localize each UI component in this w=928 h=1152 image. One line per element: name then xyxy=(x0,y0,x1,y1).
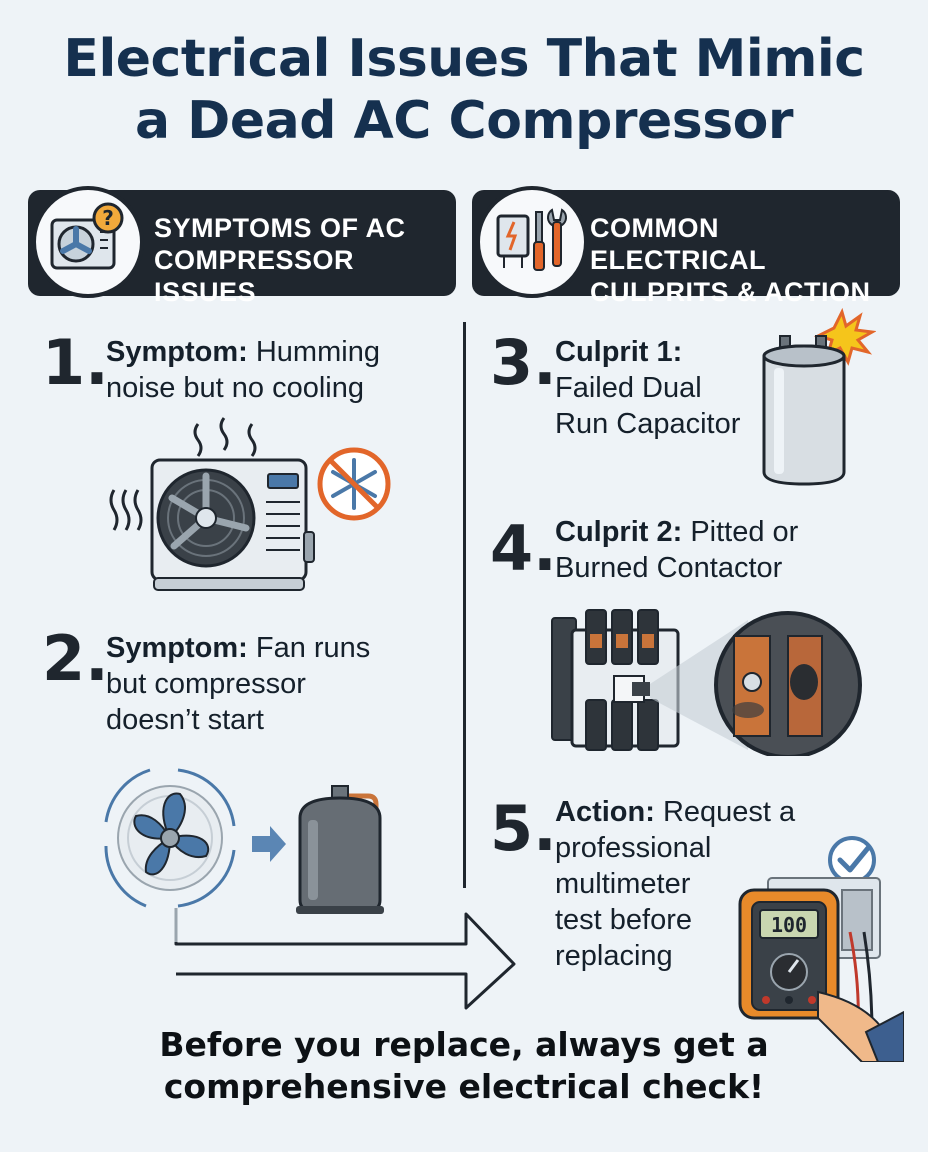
item-5-number: 5. xyxy=(490,792,557,865)
tools-icon xyxy=(496,208,567,271)
page-title: Electrical Issues That Mimic a Dead AC C… xyxy=(0,28,928,152)
svg-text:?: ? xyxy=(102,206,114,230)
ac-unit-question-icon: ? xyxy=(50,202,124,270)
item-2-line-1: Fan runs xyxy=(255,632,371,664)
culprits-banner-line-2: CULPRITS & ACTION xyxy=(590,277,871,307)
item-4-line-2: Burned Contactor xyxy=(555,552,783,584)
culprits-banner-text: COMMON ELECTRICAL CULPRITS & ACTION xyxy=(590,212,900,308)
culprits-banner: COMMON ELECTRICAL CULPRITS & ACTION xyxy=(472,186,900,307)
item-1-line-1: Humming xyxy=(255,336,380,368)
item-2-text: Symptom: Fan runs but compressor doesn’t… xyxy=(106,630,370,738)
symptoms-banner-line-1: SYMPTOMS OF AC xyxy=(154,213,406,243)
item-3-line-3: Run Capacitor xyxy=(555,408,741,440)
item-1-line-2: noise but no cooling xyxy=(106,372,364,404)
item-1-text: Symptom: Humming noise but no cooling xyxy=(106,334,380,406)
check-icon xyxy=(828,836,876,884)
item-4-number: 4. xyxy=(490,512,557,585)
culprits-banner-line-1: COMMON ELECTRICAL xyxy=(590,213,766,275)
multimeter-reading: 100 xyxy=(771,913,807,937)
ac-unit-illustration xyxy=(109,417,391,591)
item-5-line-4: test before xyxy=(555,904,693,936)
footer-line-2: comprehensive electrical check! xyxy=(163,1067,765,1106)
footer-line-1: Before you replace, always get a xyxy=(159,1025,769,1064)
symptoms-banner-line-2: COMPRESSOR ISSUES xyxy=(154,245,355,307)
item-3-lead: Culprit 1: xyxy=(555,336,683,368)
item-2-number: 2. xyxy=(42,622,109,695)
item-5-lead: Action: xyxy=(555,796,655,828)
item-3-text: Culprit 1: Failed Dual Run Capacitor xyxy=(555,334,740,442)
column-divider xyxy=(463,322,466,888)
no-cooling-icon xyxy=(317,447,391,521)
item-5-line-3: multimeter xyxy=(555,868,691,900)
symptoms-banner-icon-circle: ? xyxy=(32,186,144,298)
item-2-line-3: doesn’t start xyxy=(106,704,264,736)
multimeter-illustration: 100 xyxy=(738,836,904,1062)
item-5-line-5: replacing xyxy=(555,940,673,972)
item-4-lead: Culprit 2: xyxy=(555,516,683,548)
item-5-line-1: Request a xyxy=(662,796,796,828)
symptoms-banner: ? SYMPTOMS OF AC COMPRESSOR ISSUES xyxy=(28,186,456,307)
title-line-1: Electrical Issues That Mimic xyxy=(63,29,865,89)
item-3-line-2: Failed Dual xyxy=(555,372,702,404)
item-5-line-2: professional xyxy=(555,832,712,864)
capacitor-illustration xyxy=(762,307,876,486)
arrow-to-action xyxy=(174,908,516,1010)
item-4-line-1: Pitted or xyxy=(690,516,799,548)
symptoms-banner-text: SYMPTOMS OF AC COMPRESSOR ISSUES xyxy=(154,212,456,308)
item-1-number: 1. xyxy=(42,326,109,399)
item-5-text: Action: Request a professional multimete… xyxy=(555,794,795,974)
culprits-banner-icon-circle xyxy=(476,186,588,298)
item-2-lead: Symptom: xyxy=(106,632,248,664)
item-3-number: 3. xyxy=(490,326,557,399)
footer-message: Before you replace, always get a compreh… xyxy=(0,1024,928,1108)
title-line-2: a Dead AC Compressor xyxy=(134,91,794,151)
item-2-line-2: but compressor xyxy=(106,668,306,700)
item-4-text: Culprit 2: Pitted or Burned Contactor xyxy=(555,514,798,586)
contactor-illustration xyxy=(551,609,862,756)
item-1-lead: Symptom: xyxy=(106,336,248,368)
fan-compressor-illustration xyxy=(104,768,384,914)
